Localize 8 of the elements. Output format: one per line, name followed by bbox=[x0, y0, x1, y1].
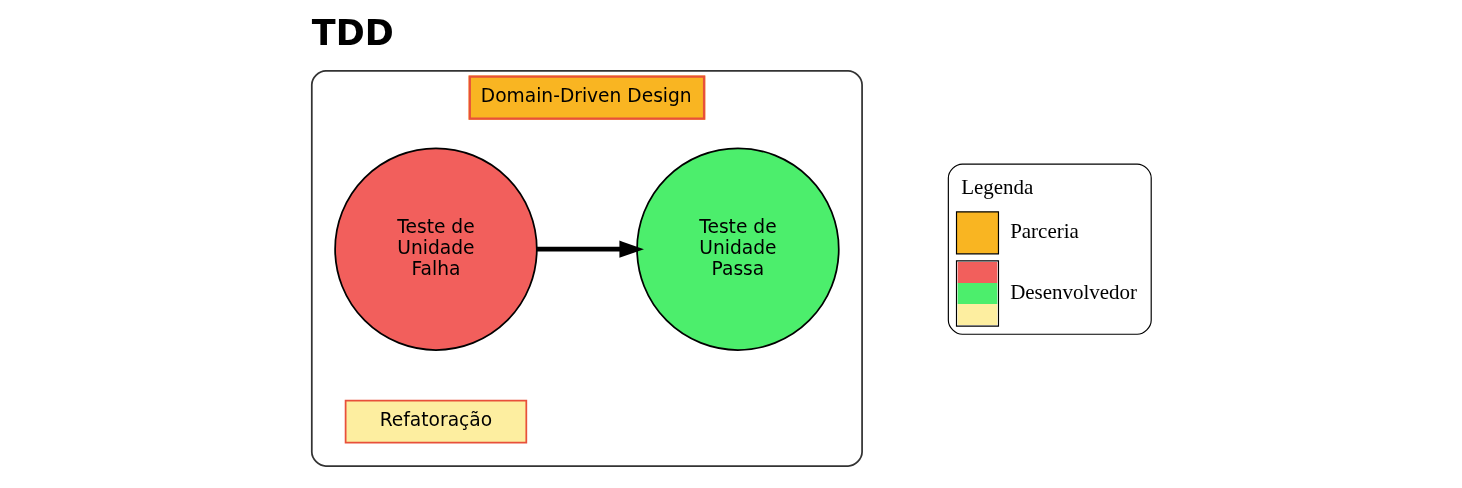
node-circle: Teste de Unidade Falha bbox=[333, 146, 538, 351]
label: Legenda bbox=[960, 174, 1033, 199]
legend-label: Desenvolvedor bbox=[1009, 279, 1137, 304]
arrow bbox=[536, 240, 644, 258]
node-circle: Teste de Unidade Passa bbox=[635, 146, 840, 351]
legend-label: Parceria bbox=[1009, 218, 1079, 243]
node-box: Refatoração bbox=[344, 399, 527, 444]
diagram-title: TDD bbox=[311, 12, 394, 53]
